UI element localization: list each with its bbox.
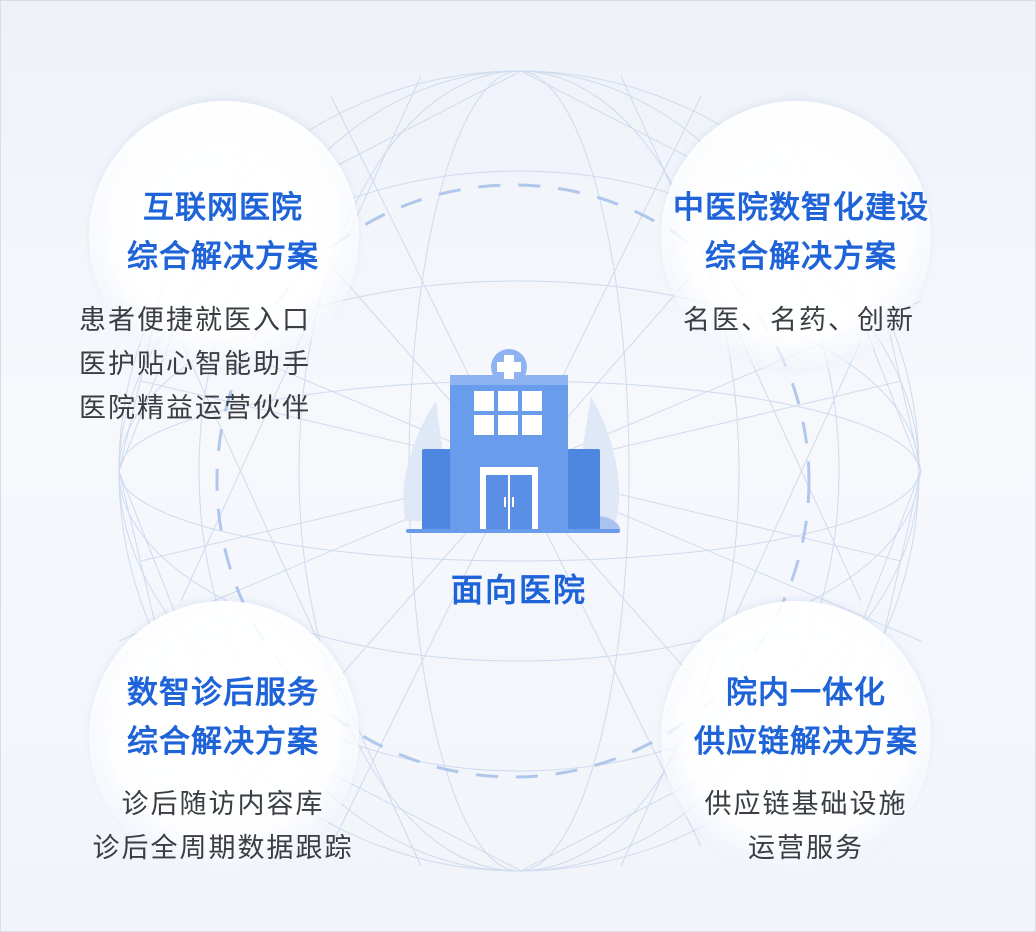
card-halo-top-right	[661, 101, 931, 373]
list-item: 诊后全周期数据跟踪	[92, 833, 354, 864]
list-item: 患者便捷就医入口	[79, 305, 311, 336]
card-title-supply-chain: 院内一体化 供应链解决方案	[694, 675, 918, 760]
card-halo-top-left	[89, 101, 359, 373]
hospital-building-icon	[403, 349, 621, 533]
card-items-supply-chain: 供应链基础设施 运营服务	[656, 783, 956, 871]
card-title-tcm-digital: 中医院数智化建设 综合解决方案	[673, 190, 929, 275]
card-halo-bottom-left	[89, 601, 359, 873]
list-item: 诊后随访内容库	[121, 789, 325, 820]
card-items-tcm-digital: 名医、名药、创新	[683, 299, 915, 343]
card-title-internet-hospital: 互联网医院 综合解决方案	[127, 190, 319, 275]
list-item: 名医、名药、创新	[683, 305, 915, 336]
card-halo-bottom-right	[661, 601, 931, 873]
list-item: 医院精益运营伙伴	[79, 393, 311, 424]
list-item: 运营服务	[748, 833, 864, 864]
list-item: 供应链基础设施	[704, 789, 908, 820]
list-item: 医护贴心智能助手	[79, 349, 311, 380]
card-items-post-diagnosis: 诊后随访内容库 诊后全周期数据跟踪	[63, 783, 383, 871]
card-items-internet-hospital: 患者便捷就医入口 医护贴心智能助手 医院精益运营伙伴	[79, 299, 311, 431]
card-title-post-diagnosis: 数智诊后服务 综合解决方案	[127, 675, 319, 760]
center-label: 面向医院	[450, 571, 587, 609]
